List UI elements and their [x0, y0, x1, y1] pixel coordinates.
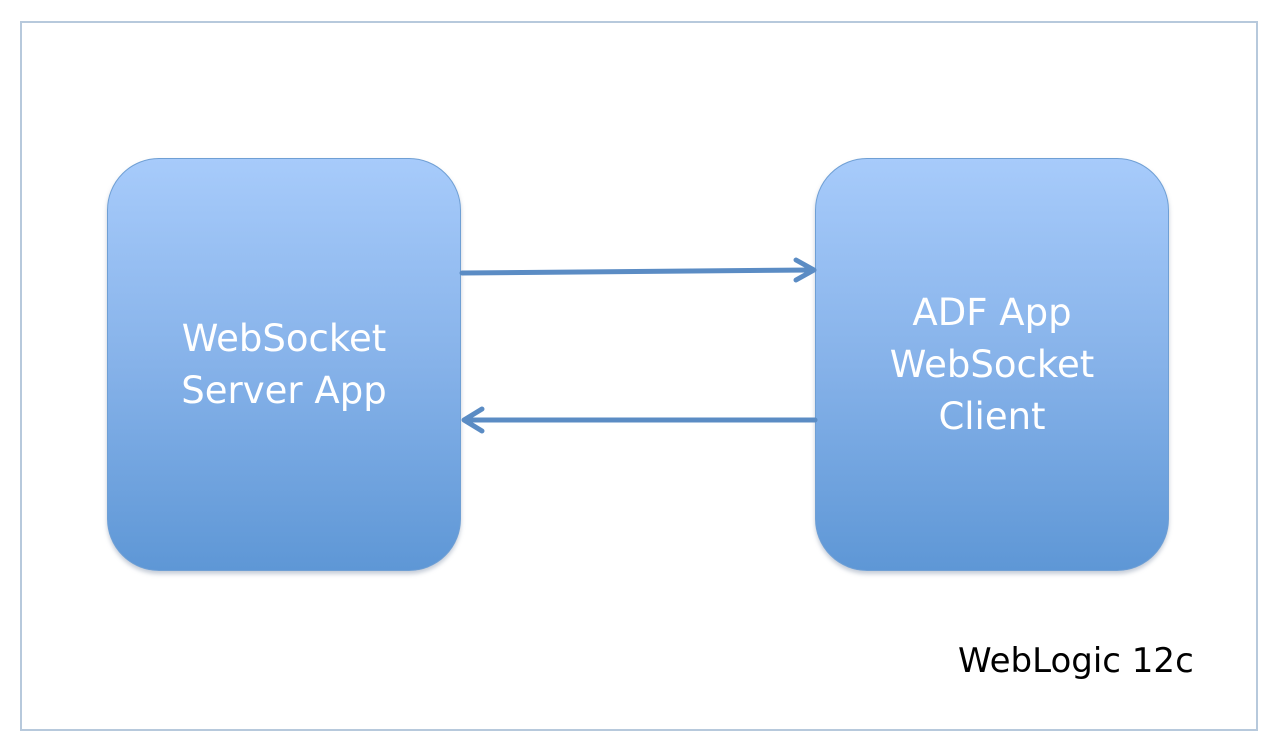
server-node-label-line-2: Server App: [181, 368, 387, 412]
weblogic-container-label: WebLogic 12c: [958, 641, 1194, 681]
adf-app-websocket-client-node: ADF App WebSocket Client: [815, 158, 1169, 571]
client-node-label-line-1: ADF App: [912, 290, 1072, 334]
client-node-label-line-2: WebSocket: [889, 342, 1095, 386]
client-node-label-line-3: Client: [938, 394, 1046, 438]
websocket-server-app-node: WebSocket Server App: [107, 158, 461, 571]
server-node-label-line-1: WebSocket: [181, 316, 387, 360]
